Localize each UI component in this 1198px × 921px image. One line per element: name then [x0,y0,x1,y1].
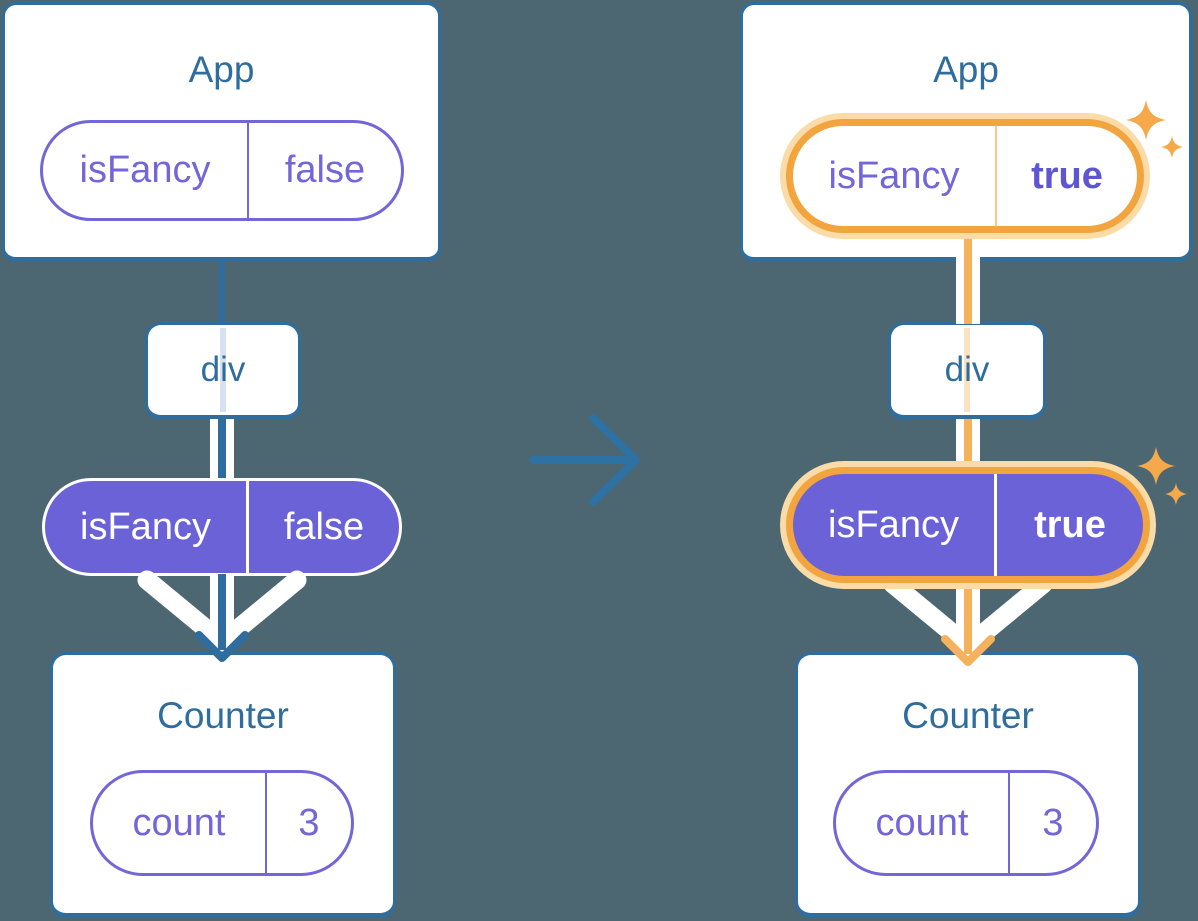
state-value: 3 [298,801,320,844]
state-line [219,258,225,325]
prop-name: isFancy [45,481,249,573]
state-line-faint [220,328,226,412]
prop-pill: isFancy true [786,467,1150,583]
component-title: App [188,49,255,90]
prop-pipe-left [210,419,218,480]
prop-pipe-left [956,419,964,465]
prop-pill-app-left: isFancy false [40,120,404,221]
component-title: Counter [157,695,289,736]
div-component-card-left: div [145,322,301,420]
prop-value: false [283,505,365,548]
state-pill-counter-left: count 3 [90,770,354,876]
arrow-right-icon [529,414,640,506]
div-component-card-right: div [888,322,1046,420]
prop-pipe-right [226,419,234,480]
prop-name: isFancy [43,123,249,218]
prop-value: true [1031,154,1103,197]
state-name: count [93,773,267,873]
prop-pill: isFancy true [786,119,1144,233]
sparkles-icon [1126,100,1183,158]
component-title: Counter [902,695,1034,736]
prop-value: false [284,149,366,191]
state-name: count [836,773,1010,873]
state-pill-counter-right: count 3 [833,770,1099,876]
state-value: 3 [1042,801,1064,844]
prop-pill-passed-right-highlight: isFancy true [780,461,1156,589]
prop-value: true [1034,503,1106,546]
prop-name: isFancy [793,126,997,226]
component-title: App [933,49,999,90]
prop-name: isFancy [793,474,997,576]
prop-pipe-right [972,237,980,324]
prop-pipe-left [956,237,964,324]
sparkles-icon [1137,447,1187,505]
component-title: div [944,350,990,389]
state-line [218,419,226,480]
state-line-orange [964,237,972,324]
component-title: div [200,350,246,389]
prop-flow-arrow-down-icon [883,574,1053,666]
prop-flow-arrow-down-icon [137,570,307,662]
prop-pipe-right [972,419,980,465]
state-line-orange [964,419,972,465]
prop-pill-app-right-highlight: isFancy true [780,113,1150,239]
prop-pill-passed-left: isFancy false [42,478,402,576]
state-line-faint [964,328,970,412]
